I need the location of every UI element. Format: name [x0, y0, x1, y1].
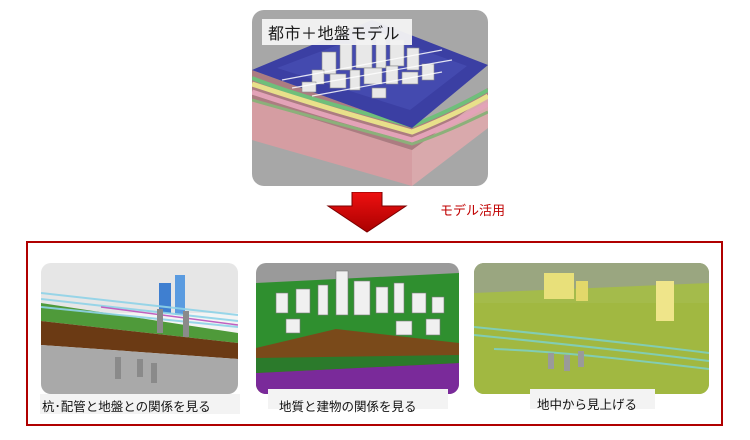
down-arrow-icon — [326, 192, 408, 233]
usage-frame — [26, 241, 723, 426]
model-title-box — [262, 19, 412, 45]
pile-pipe-image — [41, 263, 238, 394]
model-usage-label: モデル活用 — [440, 204, 506, 219]
caption-geology-building: 地質と建物の関係を見る — [279, 399, 417, 414]
geology-building-panel — [256, 263, 459, 394]
caption-bg-1 — [40, 394, 240, 414]
caption-bg-3 — [530, 389, 655, 409]
caption-underground-view: 地中から見上げる — [537, 397, 638, 412]
underground-view-image — [474, 263, 709, 394]
city-ground-model-image — [252, 20, 488, 186]
geology-building-image — [256, 263, 459, 394]
caption-bg-2 — [268, 389, 448, 409]
pile-pipe-panel — [41, 263, 238, 394]
underground-view-panel — [474, 263, 709, 394]
caption-pile-pipe: 杭･配管と地盤との関係を見る — [42, 399, 211, 414]
model-title: 都市＋地盤モデル — [268, 24, 401, 43]
